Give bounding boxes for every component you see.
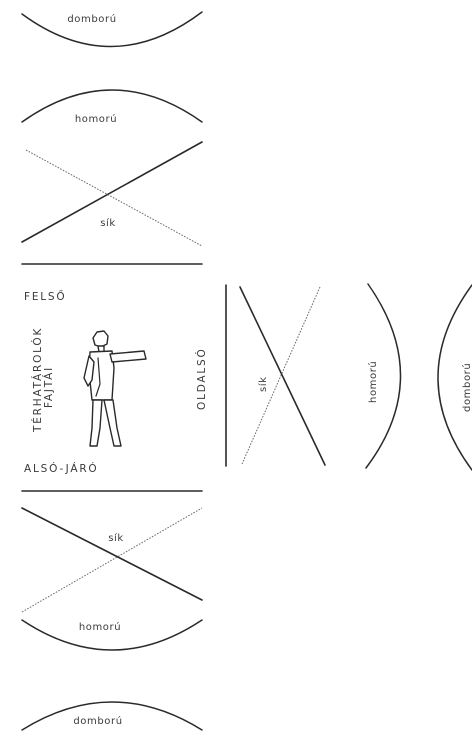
center-panel: FELSŐ TÉRHATÁROLÓK FAJTÁI OLDALSÓ ALSÓ-J…	[24, 289, 208, 475]
lower-label: ALSÓ-JÁRÓ	[24, 462, 98, 475]
side-convex-group: domború	[438, 285, 472, 470]
side-label: OLDALSÓ	[195, 347, 208, 410]
top-flat-line-dashed	[26, 150, 202, 246]
center-title-line2: FAJTÁI	[42, 366, 55, 408]
bottom-concave-label: homorú	[79, 621, 121, 633]
bottom-convex-label: domború	[73, 715, 122, 727]
bottom-flat-label: sík	[108, 532, 124, 544]
side-convex-label: domború	[461, 363, 472, 412]
side-flat-label: sík	[257, 376, 269, 392]
top-convex-group: domború	[22, 12, 202, 47]
top-flat-label: sík	[100, 217, 116, 229]
top-concave-label: homorú	[75, 113, 117, 125]
side-concave-group: homorú	[366, 284, 401, 468]
side-concave-label: homorú	[367, 361, 379, 403]
bottom-flat-line-solid	[22, 508, 202, 600]
top-convex-label: domború	[67, 13, 116, 25]
upper-label: FELSŐ	[24, 289, 66, 303]
bottom-convex-group: domború	[22, 702, 202, 730]
human-figure-icon	[84, 331, 146, 446]
side-flat-group: sík	[240, 287, 325, 465]
side-flat-line-dashed	[242, 287, 320, 464]
side-flat-line-solid	[240, 287, 325, 465]
top-flat-group: sík	[22, 142, 202, 246]
bottom-concave-group: homorú	[22, 620, 202, 650]
bottom-flat-line-dashed	[22, 508, 202, 612]
bottom-flat-group: sík	[22, 508, 202, 612]
top-concave-group: homorú	[22, 90, 202, 125]
